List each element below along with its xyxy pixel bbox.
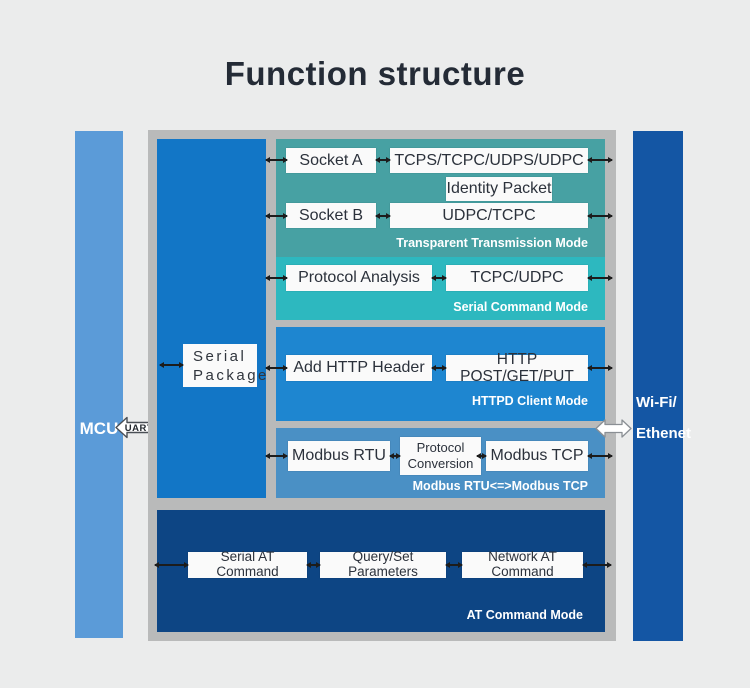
tcps-tcpc-udps-udpc-box: TCPS/TCPC/UDPS/UDPC (390, 148, 588, 173)
http-post-get-put-box: HTTP POST/GET/PUT (446, 351, 588, 385)
connector-arrow (587, 364, 613, 371)
connector-arrow (265, 212, 288, 219)
connector-arrow (265, 274, 288, 281)
connector-arrow (265, 364, 288, 371)
connector-arrow (265, 156, 288, 163)
connector-arrow (431, 274, 447, 281)
transparent-mode-label: Transparent Transmission Mode (396, 236, 588, 250)
mcu-label: MCU (79, 419, 119, 438)
connector-arrow (375, 156, 391, 163)
httpd-mode-label: HTTPD Client Mode (472, 394, 588, 408)
mcu-bar: MCU (75, 131, 123, 638)
at-mode-label: AT Command Mode (466, 608, 583, 622)
socket-a-box: Socket A (286, 148, 376, 173)
modbus-mode-label: Modbus RTU<=>Modbus TCP (412, 479, 588, 493)
serial-at-command-box: Serial AT Command (188, 549, 307, 579)
page-title: Function structure (224, 55, 526, 92)
connector-arrow (265, 452, 288, 459)
connector-arrow (445, 561, 463, 568)
connector-arrow (389, 452, 401, 459)
connector-arrow (306, 561, 321, 568)
udpc-tcpc-box: UDPC/TCPC (390, 203, 588, 228)
wifi-label-line2: Ethenet (636, 425, 692, 442)
serial-package-box: Serial Package (183, 344, 269, 387)
protocol-analysis-box: Protocol Analysis (286, 265, 432, 291)
connector-arrow (431, 364, 447, 371)
query-set-parameters-box: Query/Set Parameters (320, 549, 446, 579)
serial-package-line2: Package (193, 366, 269, 384)
socket-b-box: Socket B (286, 203, 376, 228)
network-at-command-box: Network AT Command (462, 549, 583, 579)
serial-panel (157, 139, 266, 498)
wifi-arrow-icon (595, 416, 632, 441)
serial-package-line1: Serial (193, 347, 247, 365)
protocol-conversion-box: Protocol Conversion (400, 437, 481, 475)
connector-arrow (587, 274, 613, 281)
connector-arrow (375, 212, 391, 219)
wifi-ethernet-bar: Wi-Fi/ Ethenet (633, 131, 691, 641)
tcpc-udpc-box: TCPC/UDPC (446, 265, 588, 291)
wifi-ethernet-label: Wi-Fi/ Ethenet (636, 387, 691, 449)
wifi-label-line1: Wi-Fi/ (636, 394, 677, 411)
serial-command-mode-label: Serial Command Mode (453, 300, 588, 314)
connector-arrow (154, 561, 189, 568)
identity-packet-box: Identity Packet (446, 177, 552, 201)
connector-arrow (476, 452, 487, 459)
connector-arrow (159, 361, 184, 368)
modbus-rtu-box: Modbus RTU (288, 441, 390, 471)
uart-label: UART (124, 423, 154, 434)
modbus-tcp-box: Modbus TCP (486, 441, 588, 471)
connector-arrow (587, 452, 613, 459)
connector-arrow (587, 212, 613, 219)
connector-arrow (582, 561, 612, 568)
connector-arrow (587, 156, 613, 163)
add-http-header-box: Add HTTP Header (286, 355, 432, 381)
